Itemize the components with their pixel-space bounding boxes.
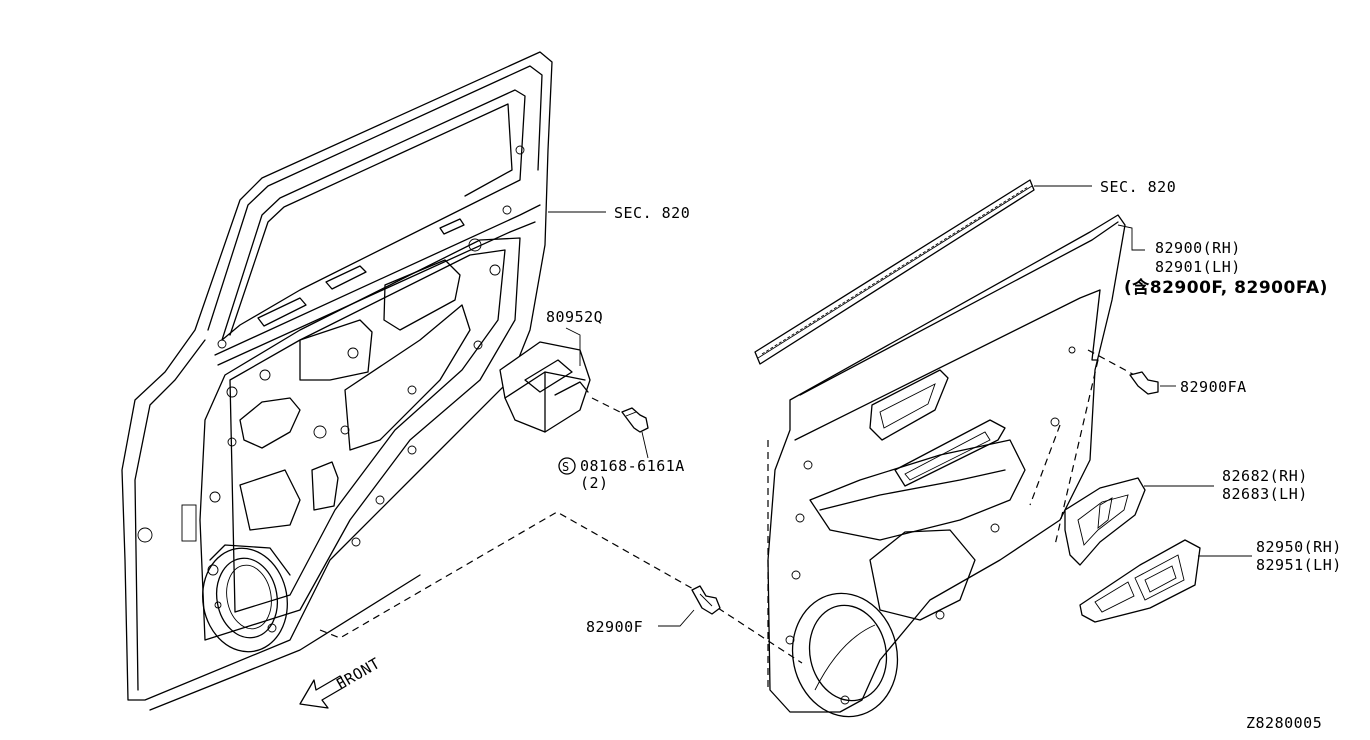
sec-820-left-label: SEC. 820: [614, 204, 690, 222]
door-inner-panel[interactable]: [121, 51, 553, 711]
door-trim-panel[interactable]: [767, 214, 1126, 726]
svg-text:S: S: [562, 460, 570, 474]
diagram-code: Z8280005: [1246, 714, 1322, 732]
clip-82900fa-label: 82900FA: [1180, 378, 1247, 396]
clip-82900fa[interactable]: [1129, 371, 1159, 395]
screw-code-label: 08168-6161A: [580, 457, 685, 475]
trim-lh-label: 82901(LH): [1155, 258, 1241, 276]
part-80952q-label: 80952Q: [546, 308, 603, 326]
front-direction-arrow-icon: [299, 675, 347, 709]
circled-s-icon: S: [558, 457, 576, 475]
weatherstrip-moulding[interactable]: [754, 179, 1035, 365]
bracket-80952q[interactable]: [499, 341, 591, 433]
escutcheon-lh-label: 82683(LH): [1222, 485, 1308, 503]
front-label: FRONT: [333, 654, 383, 693]
screw-quantity-label: (2): [580, 474, 609, 492]
escutcheon-rh-label: 82682(RH): [1222, 467, 1308, 485]
trim-rh-label: 82900(RH): [1155, 239, 1241, 257]
switch-lh-label: 82951(LH): [1256, 556, 1342, 574]
clip-82900f[interactable]: [691, 585, 721, 615]
switch-rh-label: 82950(RH): [1256, 538, 1342, 556]
sec-820-right-label: SEC. 820: [1100, 178, 1176, 196]
power-window-switch-finisher[interactable]: [1079, 539, 1201, 623]
inside-handle-escutcheon[interactable]: [1064, 477, 1146, 566]
clip-82900f-label: 82900F: [586, 618, 643, 636]
screw-part[interactable]: [621, 407, 649, 433]
trim-includes-label: (含82900F, 82900FA): [1124, 277, 1328, 298]
